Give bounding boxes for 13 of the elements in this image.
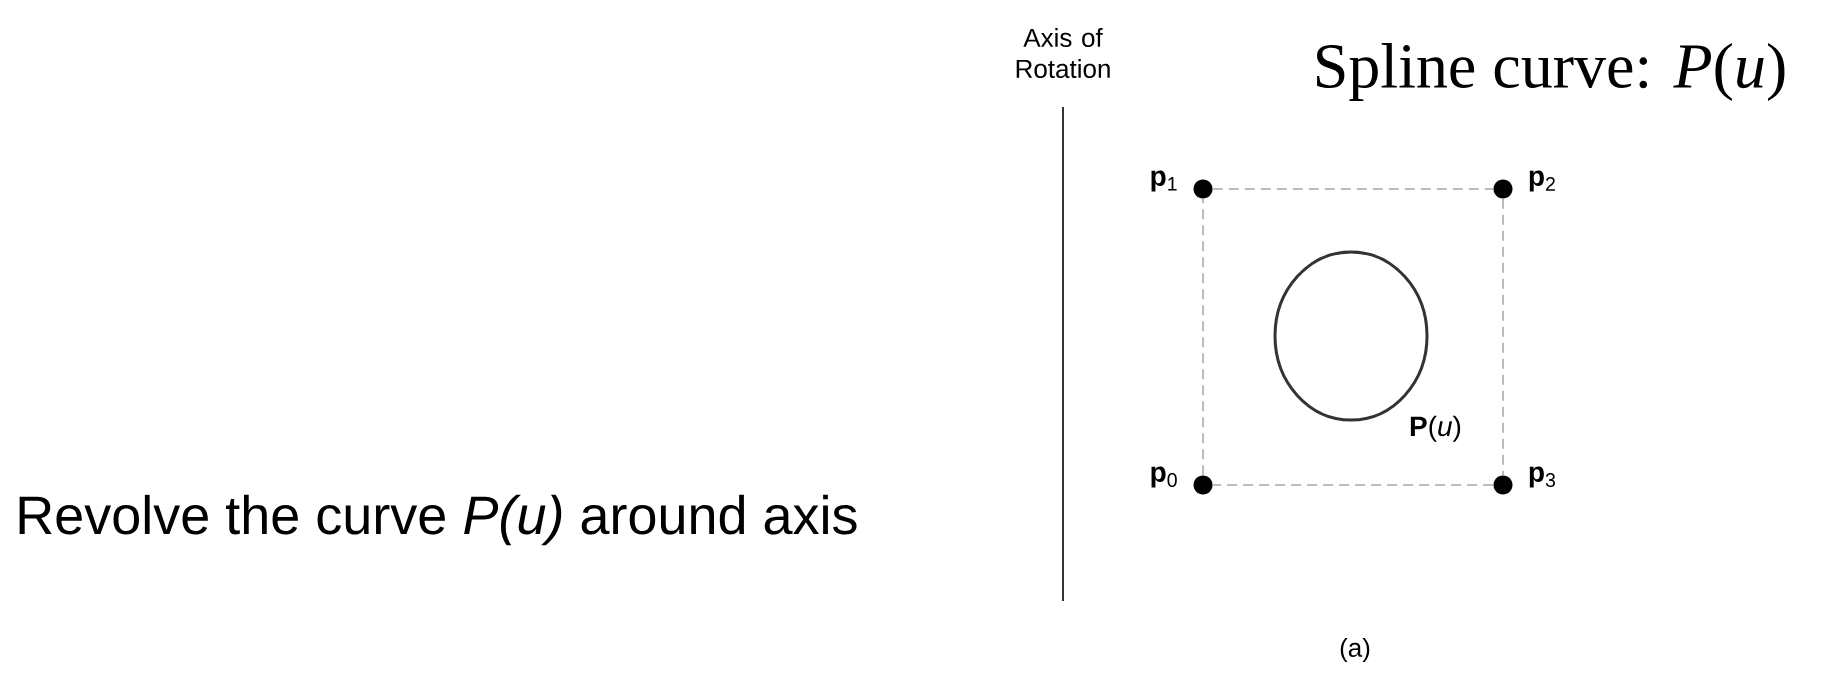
- curve-label: P(u): [1410, 415, 1461, 442]
- point-label: p$_{2}$: [1529, 170, 1555, 192]
- dashed-line: [1202, 197, 1204, 477]
- dashed-line: [1502, 197, 1504, 477]
- instruction-text: Revolve the curve P(u) around axis: [19, 494, 857, 546]
- point-label: p$_{1}$: [1151, 170, 1177, 192]
- curve-title: Spline curve: P(u): [1317, 42, 1785, 101]
- dashed-line: [1211, 484, 1495, 486]
- dashed-line: [1211, 188, 1495, 190]
- axis-label: Axis of Rotation: [1016, 27, 1110, 79]
- caption: (a): [1340, 637, 1370, 663]
- point-label: p$_{3}$: [1529, 466, 1556, 488]
- point-label: p$_{0}$: [1151, 466, 1177, 488]
